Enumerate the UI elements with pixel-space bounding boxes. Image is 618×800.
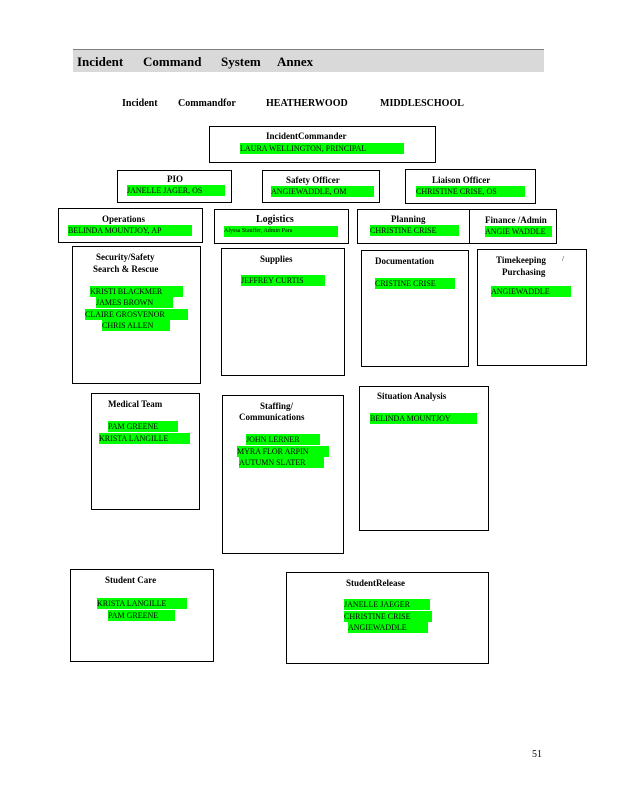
logistics-label: Logistics <box>256 214 294 225</box>
medical-team-box <box>91 393 200 510</box>
student-care-label: Student Care <box>105 575 157 585</box>
security-member-3: CLAIRE GROSVENOR <box>85 309 188 320</box>
student-release-member-1: JANELLE JAEGER <box>344 599 430 610</box>
student-release-member-2: CHRISTINE CRISE <box>344 611 432 622</box>
security-member-4: CHRIS ALLEN <box>102 320 170 331</box>
finance-admin-label: Finance /Admin <box>485 215 547 225</box>
staffing-member-2: MYRA FLOR ARPIN <box>237 446 329 457</box>
medical-member-2: KRISTA LANGILLE <box>99 433 190 444</box>
situation-analysis-name: BELINDA MOUNTJOY <box>370 413 477 424</box>
safety-officer-label: Safety Officer <box>286 175 340 185</box>
security-member-2: JAMES BROWN <box>96 297 173 308</box>
header-word-system: System <box>221 54 261 69</box>
documentation-box <box>361 250 469 367</box>
section-header: Incident Command System Annex <box>73 49 544 72</box>
operations-label: Operations <box>102 214 146 224</box>
title-incident: Incident <box>122 98 158 109</box>
safety-officer-name: ANGIEWADDLE, OM <box>271 186 374 197</box>
staffing-communications-box <box>222 395 344 554</box>
title-school-name-1: HEATHERWOOD <box>266 98 348 109</box>
header-word-command: Command <box>143 54 202 69</box>
pio-label: PIO <box>167 174 184 184</box>
planning-label: Planning <box>391 214 426 224</box>
header-word-incident: Incident <box>77 54 124 69</box>
communications-label: Communications <box>239 412 305 422</box>
logistics-name: Alyssa Stauffer, Admin Para <box>224 226 338 237</box>
header-word-annex: Annex <box>277 54 314 69</box>
situation-analysis-label: Situation Analysis <box>377 391 447 401</box>
title-commandfor: Commandfor <box>178 98 236 109</box>
supplies-label: Supplies <box>260 254 293 264</box>
search-rescue-label: Search & Rescue <box>93 264 159 274</box>
timekeeping-label: Timekeeping <box>496 255 546 265</box>
pio-name: JANELLE JAGER, OS <box>127 185 225 196</box>
security-safety-label: Security/Safety <box>96 252 155 262</box>
staffing-label: Staffing/ <box>260 401 294 411</box>
liaison-officer-label: Liaison Officer <box>432 175 491 185</box>
staffing-member-1: JOHN LERNER <box>246 434 320 445</box>
medical-team-label: Medical Team <box>108 399 163 409</box>
situation-analysis-box <box>359 386 489 531</box>
supplies-name: JEFFREY CURTIS <box>241 275 325 286</box>
operations-name: BELINDA MOUNTJOY, AP <box>68 225 192 236</box>
purchasing-label: Purchasing <box>502 267 546 277</box>
timekeeping-purchasing-box <box>477 249 587 366</box>
page-number: 51 <box>532 749 542 760</box>
planning-name: CHRISTINE CRISE <box>370 225 459 236</box>
title-school-name-2: MIDDLESCHOOL <box>380 98 464 109</box>
student-care-member-1: KRISTA LANGILLE <box>97 598 187 609</box>
student-care-member-2: PAM GREENE <box>108 610 175 621</box>
documentation-name: CRISTINE CRISE <box>375 278 455 289</box>
finance-admin-name: ANGIE WADDLE <box>485 226 552 237</box>
timekeeping-name: ANGIEWADDLE <box>491 286 571 297</box>
timekeeping-slash: / <box>562 255 564 263</box>
medical-member-1: PAM GREENE <box>108 421 178 432</box>
documentation-label: Documentation <box>375 256 434 266</box>
incident-commander-label: IncidentCommander <box>266 131 347 141</box>
staffing-member-3: AUTUMN SLATER <box>239 457 324 468</box>
student-release-member-3: ANGIEWADDLE <box>348 622 428 633</box>
incident-commander-name: LAURA WELLINGTON, PRINCIPAL <box>240 143 404 154</box>
supplies-box <box>221 248 345 376</box>
security-member-1: KRISTI BLACKMER <box>90 286 183 297</box>
student-release-label: StudentRelease <box>346 578 405 588</box>
liaison-officer-name: CHRISTINE CRISE, OS <box>416 186 525 197</box>
